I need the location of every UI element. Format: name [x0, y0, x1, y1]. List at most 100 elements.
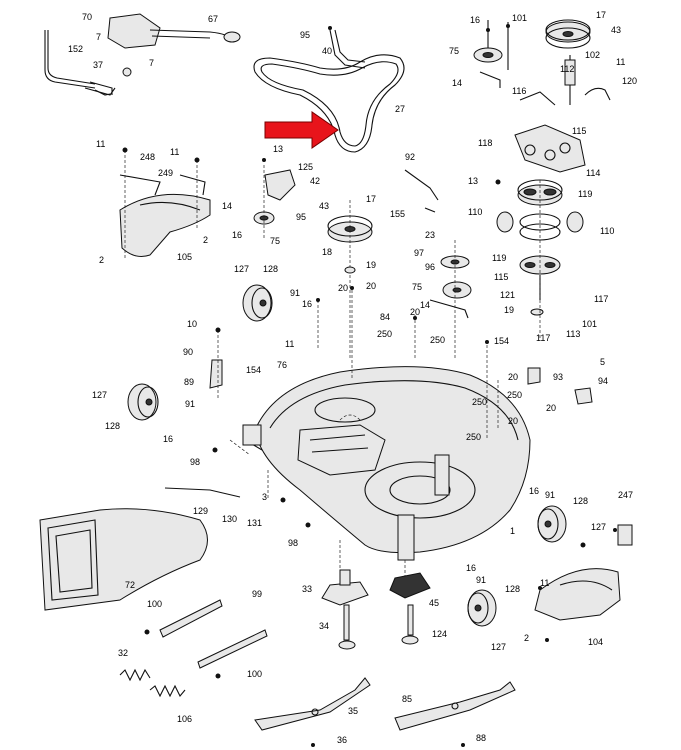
- callout-154: 154: [494, 336, 509, 346]
- deck-pulley-cover-104: [534, 524, 633, 621]
- callout-127: 127: [234, 264, 249, 274]
- brackets-89-93-94: [209, 359, 593, 405]
- deck-lift-handle-assembly: [44, 13, 241, 96]
- callout-11: 11: [285, 339, 294, 349]
- callout-91: 91: [290, 288, 300, 298]
- callout-121: 121: [500, 290, 515, 300]
- callout-7: 7: [96, 32, 101, 42]
- callout-99: 99: [252, 589, 262, 599]
- callout-23: 23: [425, 230, 435, 240]
- callout-13: 13: [468, 176, 478, 186]
- callout-14: 14: [452, 78, 462, 88]
- callout-11: 11: [616, 57, 625, 67]
- callout-95: 95: [300, 30, 310, 40]
- spring-106: [149, 684, 186, 698]
- spindle-assembly-33: [321, 569, 369, 650]
- callout-250: 250: [507, 390, 522, 400]
- callout-106: 106: [177, 714, 192, 724]
- callout-105: 105: [177, 252, 192, 262]
- callout-93: 93: [553, 372, 563, 382]
- gauge-wheel-left-upper: [242, 284, 273, 322]
- callout-125: 125: [298, 162, 313, 172]
- callout-70: 70: [82, 12, 92, 22]
- callout-98: 98: [288, 538, 298, 548]
- callout-36: 36: [337, 735, 347, 745]
- callout-114: 114: [586, 168, 600, 178]
- callout-101: 101: [512, 13, 527, 23]
- red-pointer-arrow-icon: [264, 111, 339, 149]
- callout-20: 20: [410, 307, 420, 317]
- spring-32: [119, 668, 151, 682]
- callout-5: 5: [600, 357, 605, 367]
- callout-127: 127: [491, 642, 506, 652]
- callout-19: 19: [504, 305, 514, 315]
- callout-96: 96: [425, 262, 435, 272]
- mower-deck-shell: [242, 366, 531, 561]
- callout-11: 11: [96, 139, 105, 149]
- callout-91: 91: [476, 575, 486, 585]
- callout-16: 16: [470, 15, 480, 25]
- callout-18: 18: [322, 247, 332, 257]
- hardware-leader-lines: [124, 150, 499, 580]
- callout-35: 35: [348, 706, 358, 716]
- callout-115: 115: [494, 272, 508, 282]
- callout-34: 34: [319, 621, 329, 631]
- callout-17: 17: [366, 194, 376, 204]
- rod-92: [404, 169, 439, 213]
- callout-250: 250: [377, 329, 392, 339]
- callout-75: 75: [449, 46, 459, 56]
- callout-110: 110: [468, 207, 482, 217]
- callout-128: 128: [505, 584, 520, 594]
- callout-16: 16: [302, 299, 312, 309]
- callout-98: 98: [190, 457, 200, 467]
- callout-88: 88: [476, 733, 486, 743]
- top-right-pulley-assembly: [473, 19, 611, 340]
- callout-20: 20: [366, 281, 376, 291]
- callout-104: 104: [588, 637, 603, 647]
- callout-247: 247: [618, 490, 633, 500]
- callout-33: 33: [302, 584, 312, 594]
- idler-pulley-43: [327, 200, 373, 360]
- callout-116: 116: [512, 86, 526, 96]
- fastener-markers: [122, 24, 617, 747]
- callout-75: 75: [270, 236, 280, 246]
- callout-19: 19: [366, 260, 376, 270]
- callout-67: 67: [208, 14, 218, 24]
- callout-115: 115: [572, 126, 586, 136]
- callout-120: 120: [622, 76, 637, 86]
- callout-75: 75: [412, 282, 422, 292]
- mower-blade-35: [254, 677, 371, 731]
- rod-129: [164, 487, 241, 498]
- callout-16: 16: [529, 486, 539, 496]
- callout-27: 27: [395, 104, 405, 114]
- gauge-wheel-left-lower: [127, 383, 159, 421]
- callout-92: 92: [405, 152, 415, 162]
- callout-129: 129: [193, 506, 208, 516]
- callout-124: 124: [432, 629, 447, 639]
- callout-16: 16: [466, 563, 476, 573]
- callout-11: 11: [540, 578, 549, 588]
- callout-128: 128: [105, 421, 120, 431]
- callout-20: 20: [546, 403, 556, 413]
- gauge-wheel-right-upper: [537, 505, 567, 543]
- bracket-40: [329, 29, 366, 69]
- callout-13: 13: [273, 144, 283, 154]
- callout-43: 43: [319, 201, 329, 211]
- callout-90: 90: [183, 347, 193, 357]
- callout-76: 76: [277, 360, 287, 370]
- callout-89: 89: [184, 377, 194, 387]
- callout-100: 100: [147, 599, 162, 609]
- callout-119: 119: [492, 253, 506, 263]
- callout-127: 127: [92, 390, 107, 400]
- gauge-wheel-right-lower: [467, 589, 497, 627]
- callout-20: 20: [338, 283, 348, 293]
- callout-97: 97: [414, 248, 424, 258]
- mower-blade-85: [394, 681, 516, 731]
- callout-40: 40: [322, 46, 332, 56]
- callout-100: 100: [247, 669, 262, 679]
- callout-84: 84: [380, 312, 390, 322]
- callout-85: 85: [402, 694, 412, 704]
- callout-248: 248: [140, 152, 155, 162]
- callout-155: 155: [390, 209, 405, 219]
